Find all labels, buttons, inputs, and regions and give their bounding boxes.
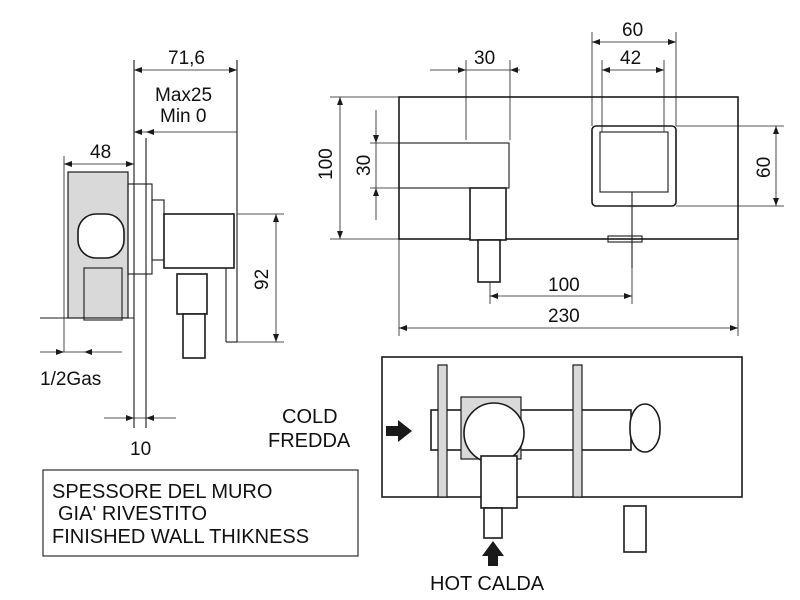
dim-min0: Min 0 [160, 106, 206, 127]
fredda-label: FREDDA [268, 430, 351, 452]
mounting-flange [127, 183, 153, 275]
dim-30-left: 30 [354, 155, 375, 176]
arrow [273, 334, 279, 342]
arrow [134, 129, 142, 135]
dim-10: 10 [130, 439, 151, 460]
arrow [602, 67, 610, 73]
arrow [273, 214, 279, 222]
arrow [399, 325, 407, 331]
cold-label: COLD [282, 406, 338, 428]
arrow [229, 67, 237, 73]
mounting-rail-left [437, 364, 448, 498]
plan-outlet-stem [483, 507, 503, 539]
arrow [373, 135, 379, 143]
plan-view: COLD FREDDA HOT CALDA [268, 356, 743, 595]
mixer-block [398, 142, 510, 189]
arrow [773, 198, 779, 206]
arrow [134, 67, 142, 73]
arrow [656, 67, 664, 73]
note-line-2: GIA' RIVESTITO [58, 503, 207, 525]
front-view: 30 60 42 100 30 60 [316, 20, 784, 336]
handle-foot [607, 235, 643, 243]
dim-max25: Max25 [155, 85, 212, 106]
dim-230: 230 [548, 306, 580, 327]
note-box [42, 469, 359, 557]
dim-60-top: 60 [622, 20, 643, 41]
side-view: 71,6 Max25 Min 0 48 92 [40, 48, 284, 460]
mounting-rail-right [572, 364, 583, 498]
arrow [337, 231, 343, 239]
lever-neck [176, 273, 208, 315]
handle-housing [591, 125, 677, 207]
spout-lower [477, 239, 501, 283]
valve-core [77, 213, 125, 259]
arrow [64, 161, 72, 167]
wall-thickness-note: SPESSORE DEL MURO GIA' RIVESTITO FINISHE… [42, 469, 359, 557]
arrow [730, 325, 738, 331]
note-line-3: FINISHED WALL THIKNESS [52, 526, 309, 548]
cold-inlet-arrow [386, 420, 412, 442]
dim-100-bottom: 100 [548, 275, 580, 296]
dim-100-left: 100 [316, 148, 337, 180]
arrow [510, 67, 518, 73]
arrow [337, 97, 343, 105]
arrow [84, 349, 92, 355]
arrow [490, 293, 498, 299]
dim-60-right: 60 [754, 157, 775, 178]
arrow [373, 188, 379, 196]
cover-plate-side [163, 213, 235, 269]
dim-42: 42 [620, 48, 641, 69]
arrow [624, 293, 632, 299]
cover-plate [398, 96, 739, 240]
lever-stem [182, 313, 206, 359]
handle-knob-plan [629, 403, 661, 453]
arrow [146, 415, 154, 421]
dim-48: 48 [90, 142, 111, 163]
spout-upper [469, 187, 507, 241]
arrow [126, 161, 134, 167]
dim-1-2-gas: 1/2Gas [40, 369, 101, 390]
hot-inlet-arrow [482, 541, 504, 566]
arrow [668, 39, 676, 45]
arrow [146, 129, 154, 135]
plan-handle-stem [623, 505, 647, 553]
arrow [458, 67, 466, 73]
inlet-section [83, 267, 123, 321]
dim-92: 92 [252, 269, 273, 290]
hot-calda-label: HOT CALDA [430, 573, 545, 595]
note-line-1: SPESSORE DEL MURO [52, 481, 272, 503]
arrow [773, 126, 779, 134]
handle-inner [599, 131, 669, 193]
dim-30-top: 30 [474, 48, 495, 69]
arrow [126, 415, 134, 421]
plan-outlet-body [480, 455, 518, 509]
valve-cartridge-circle [463, 402, 525, 464]
arrow [56, 349, 64, 355]
dim-71-6: 71,6 [168, 48, 205, 69]
arrow [592, 39, 600, 45]
flange-nut [151, 199, 165, 261]
